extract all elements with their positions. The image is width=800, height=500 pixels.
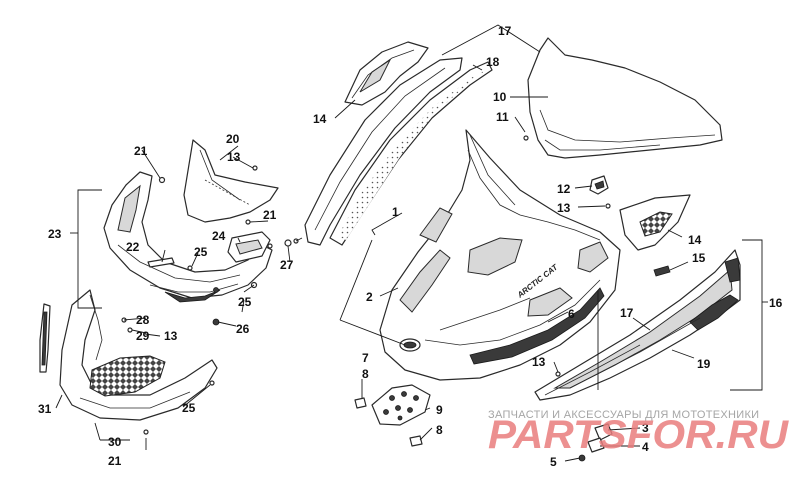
callout-label: 29	[136, 329, 150, 343]
callout-label: 30	[108, 435, 122, 449]
callout-label: 8	[362, 367, 369, 381]
watermark: ЗАПЧАСТИ И АКСЕССУАРЫ ДЛЯ МОТОТЕХНИКИ PA…	[488, 409, 789, 457]
fastener-21b	[245, 219, 251, 225]
part-8-upper-nut	[354, 397, 367, 409]
part-14-top-cover	[344, 41, 429, 106]
callout-label: 12	[557, 182, 571, 196]
fastener-29	[127, 327, 133, 333]
callout-label: 23	[48, 227, 62, 241]
fastener-27a	[284, 239, 292, 247]
callout-label: 11	[496, 110, 509, 124]
part-30-lower-nose	[59, 289, 218, 421]
fastener-21c	[143, 429, 149, 435]
fastener-13a	[252, 165, 258, 171]
callout-label: 13	[532, 355, 546, 369]
upper-console-assembly	[304, 41, 493, 246]
callout-label: 1	[392, 205, 399, 219]
fastener-27c	[267, 243, 273, 249]
part-15-clip	[653, 265, 671, 277]
callout-label: 16	[769, 296, 783, 310]
watermark-brand: PARTSFOR.RU	[488, 413, 789, 457]
callout-label: 7	[362, 351, 369, 365]
part-30-grille-mesh	[89, 355, 166, 397]
callout-label: 5	[550, 455, 557, 469]
callout-label: 24	[212, 229, 226, 243]
hood-assembly: ARCTIC CAT	[379, 129, 621, 381]
callout-label: 25	[182, 401, 196, 415]
windshield-assembly	[523, 37, 723, 159]
group-brackets	[70, 24, 768, 391]
leader-lines	[55, 64, 695, 462]
callout-label: 6	[568, 307, 575, 321]
callout-label: 2	[366, 290, 373, 304]
fastener-13c	[555, 371, 561, 377]
callout-label: 3	[642, 421, 649, 435]
callout-label: 8	[436, 423, 443, 437]
fastener-25a	[187, 265, 193, 271]
callout-label: 17	[498, 24, 512, 38]
right-side-panel-assembly	[534, 175, 741, 401]
small-hardware-group	[555, 371, 613, 462]
callout-label: 27	[280, 258, 294, 272]
callout-label: 17	[620, 306, 634, 320]
callout-labels: 1 2 3 4 5 6 7 8 8 9 10 11 12 13 13 13 13…	[38, 24, 783, 469]
callout-label: 9	[436, 403, 443, 417]
part-20-upper-bracket	[183, 139, 279, 223]
callout-label: 25	[194, 245, 208, 259]
callout-label: 25	[238, 295, 252, 309]
callout-label: 14	[688, 233, 702, 247]
part-17-long-rail	[304, 57, 463, 246]
fastener-25c	[209, 380, 215, 386]
part-10-windshield	[527, 37, 723, 159]
callout-label: 13	[227, 150, 241, 164]
part-6-stripe	[469, 287, 605, 365]
callout-label: 4	[642, 440, 649, 454]
part-8-lower-nut	[409, 435, 423, 447]
watermark-subtitle: ЗАПЧАСТИ И АКСЕССУАРЫ ДЛЯ МОТОТЕХНИКИ	[488, 409, 759, 421]
callout-label: 28	[136, 313, 150, 327]
callout-label: 13	[557, 201, 571, 215]
callout-label: 19	[697, 357, 711, 371]
part-9-plate	[371, 384, 431, 426]
fastener-13b	[605, 203, 611, 209]
callout-label: 31	[38, 402, 52, 416]
fastener-21a	[158, 176, 166, 184]
callout-label: 20	[226, 132, 240, 146]
callout-label: 21	[108, 454, 122, 468]
callout-label: 26	[236, 322, 250, 336]
part-4-clip	[587, 437, 605, 453]
callout-label: 14	[313, 112, 327, 126]
callout-label: 10	[493, 90, 507, 104]
callout-label: 13	[164, 329, 178, 343]
fastener-26a	[213, 287, 219, 293]
part-headlight-housing	[103, 171, 273, 299]
left-headlight-housing-assembly	[39, 139, 299, 435]
callout-label: 21	[263, 208, 277, 222]
part-22-strip	[147, 257, 175, 268]
fastener-11	[523, 135, 529, 141]
callout-label: 22	[126, 240, 140, 254]
bottom-bracket-assembly	[354, 384, 431, 447]
part-3-bracket	[594, 423, 613, 441]
callout-label: 18	[486, 55, 500, 69]
callout-label: 21	[134, 144, 148, 158]
part-17-side-panel	[534, 249, 741, 401]
callout-label: 15	[692, 251, 706, 265]
